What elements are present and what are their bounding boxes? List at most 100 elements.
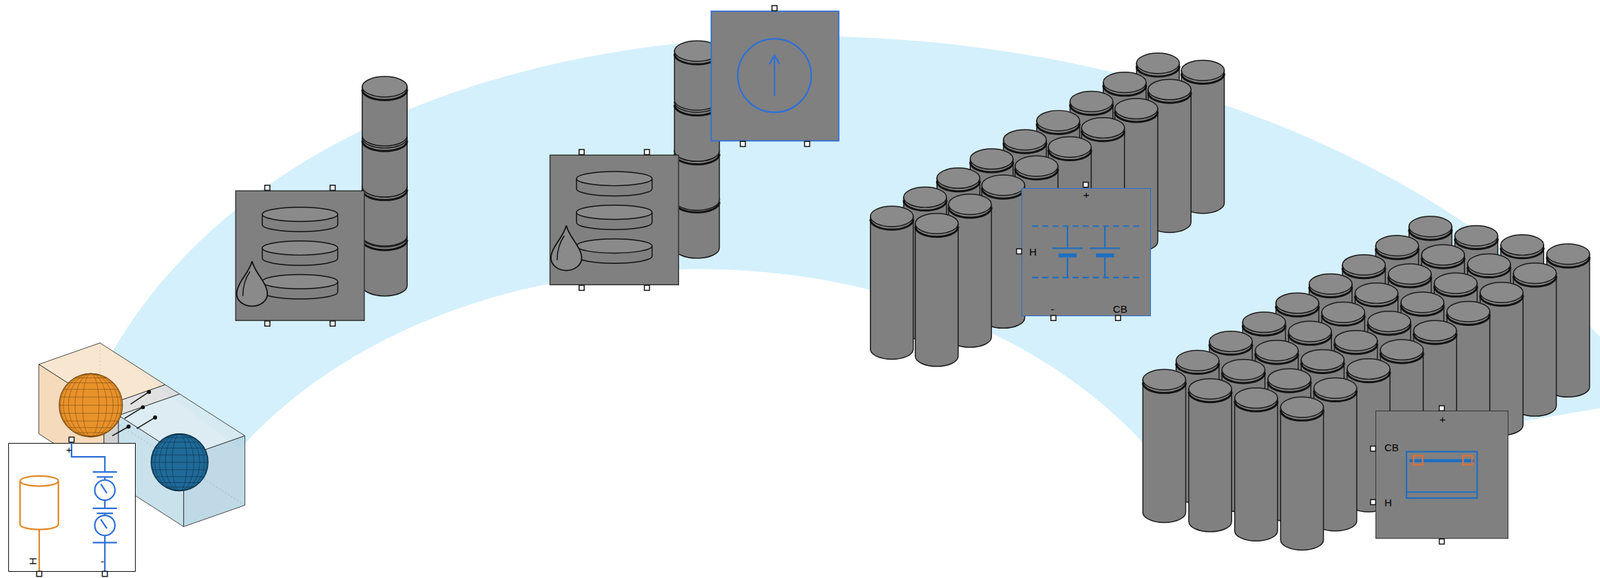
cylinder-rim [1546, 256, 1590, 268]
cooling-plate-block: +CBH [1375, 410, 1509, 540]
cell-cylinder [1142, 369, 1186, 523]
cylinder-rim [1234, 400, 1278, 412]
cylinder-rim [1255, 353, 1299, 364]
cylinder-top [870, 205, 914, 227]
port-square [644, 149, 650, 155]
sphere-body [150, 433, 209, 492]
cylinder-top [1136, 53, 1180, 74]
cylinder-rim [1334, 343, 1378, 355]
port-square [264, 185, 270, 191]
cylinder-top [1015, 155, 1058, 177]
cell-cylinder [1234, 387, 1278, 541]
cell-stack [362, 76, 408, 297]
cylinder-top [970, 148, 1014, 170]
cylinder-rim [948, 207, 992, 218]
cylinder-rim [1400, 305, 1444, 316]
cylinder-top [903, 186, 947, 208]
sphere-parallel [59, 404, 123, 406]
sphere-parallel [82, 435, 100, 436]
particle-dot [140, 404, 145, 410]
cylinder-top [936, 168, 980, 189]
cylinder-rim [1434, 286, 1477, 297]
gauge-needle [100, 484, 107, 494]
particle-link [124, 407, 144, 419]
cylinder-rim [1288, 334, 1332, 346]
cylinder-top [1342, 254, 1386, 276]
cylinder-rim [982, 188, 1025, 199]
cylinder-top [1314, 378, 1357, 399]
port-square [1051, 315, 1056, 321]
cylinder-top [1142, 369, 1186, 390]
illustration [38, 5, 1600, 550]
pin-label: H [1384, 497, 1392, 508]
current-source-box [711, 11, 839, 141]
particle-link [130, 391, 150, 405]
cylinder-rim [903, 200, 947, 211]
cylinder-rim [1003, 142, 1047, 153]
cylinder-top [1301, 349, 1344, 370]
cylinder-top [1375, 235, 1419, 257]
cylinder-rim [1148, 92, 1191, 103]
cylinder-rim [1380, 352, 1423, 363]
cylinder-rim [1480, 295, 1523, 306]
sphere-parallel [159, 441, 200, 443]
cylinder-top [1434, 272, 1477, 294]
sphere-parallel [82, 373, 100, 375]
cylinder-top [1148, 79, 1191, 100]
plate-bar [1409, 458, 1474, 462]
cylinder-top [1309, 273, 1353, 295]
thermal-wire [38, 529, 40, 574]
cylinder-top [1209, 331, 1253, 352]
cylinder-rim [1467, 267, 1511, 278]
gauge-symbol [94, 480, 115, 501]
cylinder-top [1234, 387, 1278, 409]
cylinder-rim [1103, 85, 1147, 96]
cylinder-top [1480, 282, 1523, 304]
cylinder-top [1421, 244, 1465, 266]
battery-symbol [1089, 225, 1120, 278]
cylinder-rim [1375, 248, 1419, 259]
cylinder-rim [1314, 391, 1357, 402]
cylinder-rim [1301, 362, 1344, 374]
port-square [264, 320, 270, 326]
cylinder-top [1513, 263, 1556, 284]
cylinder-top [1467, 254, 1511, 275]
cylinder-body [1142, 379, 1186, 523]
port-square [329, 320, 335, 326]
sphere-parallel [165, 486, 194, 488]
sphere-parallel [75, 431, 107, 433]
battery-symbol [1052, 225, 1083, 278]
cylinder-rim [1188, 391, 1232, 403]
cylinder-top [1181, 59, 1224, 81]
cylinder-rim [1142, 382, 1186, 394]
thermal-block [235, 185, 365, 326]
cylinder-body [1234, 398, 1278, 541]
cylinder-top [1409, 216, 1452, 237]
port-square [579, 285, 585, 290]
cylinder-body [1280, 407, 1324, 550]
port-square [579, 149, 585, 155]
cylinder-top [1454, 225, 1498, 246]
thermal-box [235, 190, 365, 321]
sphere-body [59, 373, 123, 437]
particle-link [137, 417, 156, 429]
cylinder-rim [1221, 372, 1265, 383]
sphere-parallel [165, 437, 194, 439]
sphere-parallel [68, 382, 113, 383]
thermal-port [1462, 455, 1472, 465]
port-square [1439, 538, 1445, 544]
cylinder-body [915, 223, 959, 366]
cell-cylinder [870, 205, 914, 359]
particle-sphere [59, 373, 123, 437]
cylinder-top [1255, 340, 1299, 361]
cylinder-rim [1209, 344, 1253, 355]
pin-label: + [1439, 413, 1446, 425]
sphere-parallel [59, 396, 122, 398]
thermal-block [550, 149, 680, 290]
cell-pack [870, 53, 1225, 367]
cylinder-top [1036, 110, 1080, 131]
port-square [804, 141, 810, 147]
cylinder-top [1081, 117, 1125, 139]
